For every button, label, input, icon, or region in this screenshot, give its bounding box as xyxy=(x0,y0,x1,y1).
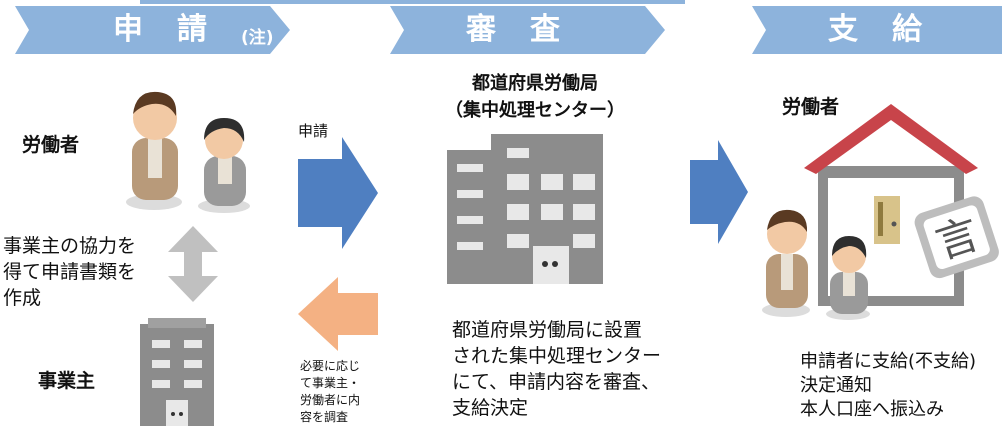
decision-arrow-icon xyxy=(690,140,748,244)
phase-banner-apply: 申請(注) xyxy=(15,6,290,54)
phase-note: (注) xyxy=(241,28,274,48)
phase-banner-review: 審査 xyxy=(390,6,665,54)
investigate-line-2: て事業主・ xyxy=(300,376,361,390)
investigate-line-4: 容を調査 xyxy=(300,410,349,424)
office-title: 都道府県労働局 （集中処理センター） xyxy=(425,70,645,124)
phase-label-pay: 支給 xyxy=(828,12,956,47)
employer-label: 事業主 xyxy=(38,370,96,392)
investigate-line-3: 労働者に内 xyxy=(300,393,361,407)
result-line-2: 決定通知 xyxy=(800,375,872,396)
result-line-1: 申請者に支給(不支給) xyxy=(800,351,977,372)
top-rule xyxy=(140,0,685,4)
employer-building-icon xyxy=(140,318,214,426)
double-arrow-icon xyxy=(168,226,218,302)
center-description-line-2: された集中処理センター xyxy=(452,345,662,367)
center-description: 都道府県労働局に設置 された集中処理センター にて、申請内容を審査、 支給決定 xyxy=(452,317,661,421)
banner-arrow-shape xyxy=(15,6,290,54)
investigate-line-1: 必要に応じ xyxy=(300,359,361,373)
phase-label-apply: 申請 xyxy=(113,12,241,47)
center-description-line-3: にて、申請内容を審査、 xyxy=(452,371,661,393)
worker-label-left: 労働者 xyxy=(22,134,80,156)
banner-arrow-shape xyxy=(390,6,665,54)
office-title-line-1: 都道府県労働局 xyxy=(472,73,598,94)
worker-label-right: 労働者 xyxy=(782,96,840,118)
center-description-line-4: 支給決定 xyxy=(452,397,529,419)
phase-label-review: 審査 xyxy=(466,12,594,47)
investigate-text: 必要に応じ て事業主・ 労働者に内 容を調査 xyxy=(300,358,360,426)
office-title-line-2: （集中処理センター） xyxy=(445,100,625,121)
cooperation-line-2: 得て申請書類を xyxy=(3,261,137,283)
cooperation-line-3: 作成 xyxy=(3,287,42,309)
phase-banner-pay: 支給 xyxy=(752,6,1002,54)
investigate-arrow-icon xyxy=(298,277,378,351)
result-line-3: 本人口座へ振込み xyxy=(800,399,944,420)
result-text: 申請者に支給(不支給) 決定通知 本人口座へ振込み xyxy=(800,350,976,422)
banner-arrow-shape xyxy=(752,6,1002,54)
cooperation-text: 事業主の協力を 得て申請書類を 作成 xyxy=(3,233,136,311)
home-payment-illustration: 言 xyxy=(762,104,999,320)
processing-center-building-icon xyxy=(447,134,603,284)
worker-couple-illustration xyxy=(126,91,250,213)
apply-arrow-label: 申請 xyxy=(298,122,329,140)
apply-arrow-icon xyxy=(298,137,378,249)
center-description-line-1: 都道府県労働局に設置 xyxy=(452,319,643,341)
cooperation-line-1: 事業主の協力を xyxy=(3,235,137,257)
